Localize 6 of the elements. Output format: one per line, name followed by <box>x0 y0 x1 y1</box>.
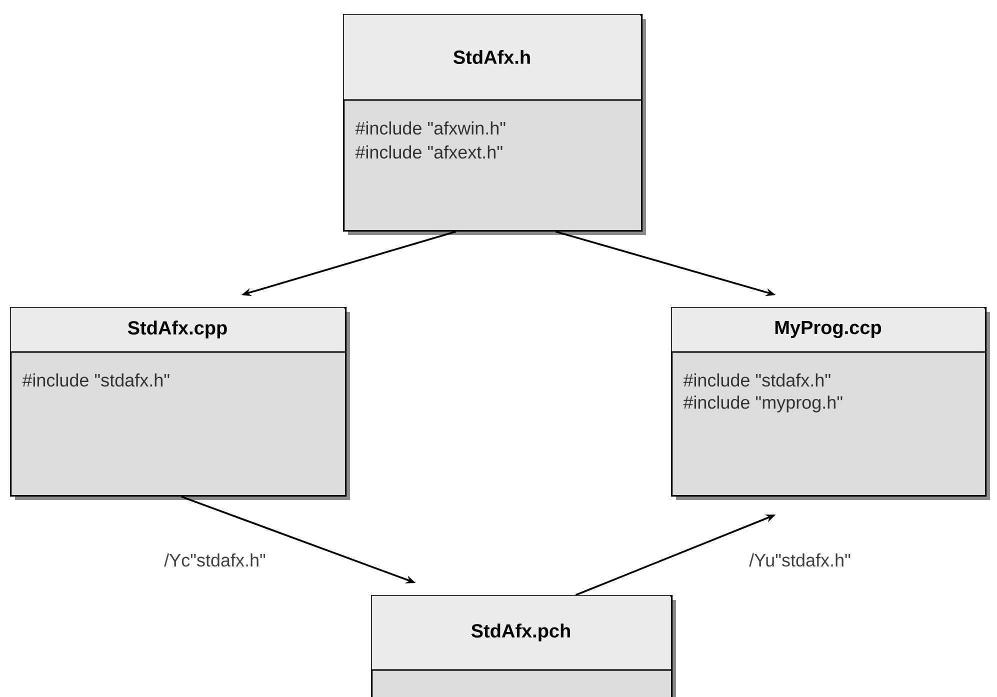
file-box: MyProg.ccp #include "stdafx.h" #include "myprog.h" <box>671 307 990 500</box>
file-box: StdAfx.h #include "afxwin.h" #include "afxext.h" <box>343 14 646 235</box>
file-box: StdAfx.pch <box>371 595 676 697</box>
edge-label: /Yc"stdafx.h" <box>163 552 267 568</box>
file-box: StdAfx.cpp #include "stdafx.h" <box>10 307 350 500</box>
edge-label: /Yu"stdafx.h" <box>748 552 852 568</box>
